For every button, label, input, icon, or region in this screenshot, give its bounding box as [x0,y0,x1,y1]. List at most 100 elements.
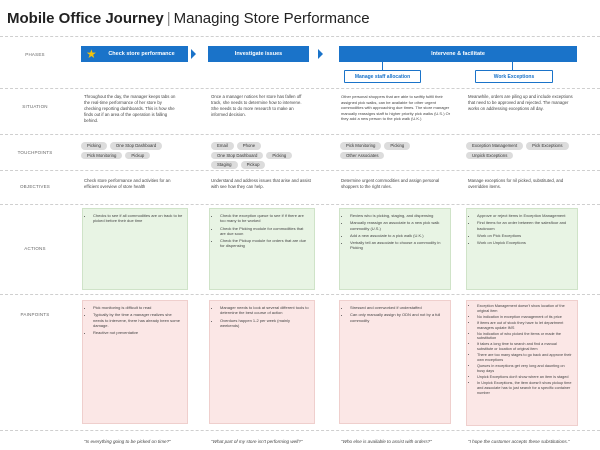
touchpoint-chips: Picking One Stop Dashboard Pick Monitori… [81,142,181,159]
objective-text: Understand and address issues that arise… [211,178,311,189]
painpoint-item: Queues in exceptions get very long and d… [477,364,573,374]
action-item: Add a new associate to a pick walk (U.K.… [350,233,446,238]
row-label-phases: PHASES [25,52,45,57]
action-item: Manually reassign an associate to a new … [350,220,446,231]
objective-text: Manage exceptions for nil picked, substi… [468,178,564,189]
connector-line [382,62,383,70]
arrow-right-icon [191,49,196,59]
star-icon: ★ [86,47,97,61]
touchpoint-chip: Pick Monitoring [340,142,382,150]
action-item: Work on Pick Exceptions [477,233,573,238]
row-divider [0,170,600,171]
objective-text: Determine urgent commodities and assign … [341,178,440,189]
action-item: Check the Pickup module for orders that … [220,238,310,249]
phase-label: Intervene & facilitate [431,51,485,57]
row-divider [0,430,600,431]
painpoint-item: Exception Management doesn't show locati… [477,304,573,314]
painpoint-item: It takes a long time to search and find … [477,342,573,352]
phase-investigate-issues: Investigate issues [208,46,309,62]
painpoints-box: Pick monitoring is difficult to read Typ… [82,300,188,424]
row-label-objectives: OBJECTIVES [19,184,50,189]
objective-text: Check store performance and activities f… [84,178,171,189]
painpoint-item: Can only manually assign by ODN and not … [350,312,446,323]
touchpoint-chip: Pick Monitoring [81,151,123,159]
row-label-actions: ACTIONS [24,246,46,251]
action-item: Review who is picking, staging, and disp… [350,213,446,218]
page-title: Mobile Office Journey|Managing Store Per… [7,10,370,27]
title-main: Mobile Office Journey [7,10,164,27]
touchpoint-chip: Phone [236,142,262,150]
touchpoint-chip: Unpick Exceptions [466,151,514,159]
row-label-touchpoints: TOUCHPOINTS [17,150,53,155]
subphase-work-exceptions: Work Exceptions [475,70,553,83]
situation-text: Meanwhile, orders are piling up and incl… [468,94,573,111]
touchpoint-chips: Email Phone One Stop Dashboard Picking S… [211,142,311,169]
actions-box: Check the exception queue to see if if t… [209,208,315,290]
touchpoint-chip: Email [211,142,234,150]
row-divider [0,36,600,37]
painpoints-box: Stressed and overworked if understaffed … [339,300,451,424]
painpoint-item: Pick monitoring is difficult to read [93,305,183,310]
touchpoint-chip: Pickup [240,161,266,169]
title-separator: | [166,10,171,27]
touchpoint-chip: Pick Exceptions [526,142,569,150]
subphase-manage-staff-allocation: Manage staff allocation [344,70,421,83]
actions-box: Approve or reject items in Exception Man… [466,208,578,290]
actions-box: Checks to see if all commodities are on … [82,208,188,290]
customer-quote: "Is everything going to be picked on tim… [84,439,171,444]
row-divider [0,88,600,89]
painpoint-item: Stressed and overworked if understaffed [350,305,446,310]
actions-box: Review who is picking, staging, and disp… [339,208,451,290]
row-divider [0,134,600,135]
painpoint-item: No indication in exception management of… [477,315,573,320]
touchpoint-chip: Other Associates [340,151,385,159]
action-item: Approve or reject items in Exception Man… [477,213,573,218]
row-label-painpoints: PAINPOINTS [20,312,50,317]
title-subtitle: Managing Store Performance [173,10,370,27]
action-item: Verbally tell an associate to choose a c… [350,240,446,251]
phase-check-store-performance: Check store performance [81,46,188,62]
touchpoint-chip: Pickup [125,151,151,159]
action-item: Find items for an order between the sale… [477,220,573,231]
customer-quote: "What part of my store isn't performing … [211,439,303,444]
row-divider [0,204,600,205]
touchpoint-chip: Picking [384,142,411,150]
touchpoint-chips: Pick Monitoring Picking Other Associates [340,142,450,159]
painpoint-item: Typically by the time a manager realizes… [93,312,183,328]
situation-text: Throughout the day, the manager keeps ta… [84,94,176,123]
phase-label: Investigate issues [234,51,283,57]
arrow-right-icon [318,49,323,59]
painpoint-item: Overdues happen 1-2 per week (mainly wee… [220,318,310,329]
connector-line [512,62,513,70]
row-label-situation: SITUATION [22,104,48,109]
painpoint-item: Unpick Exceptions don't show where an it… [477,375,573,380]
painpoints-box: Exception Management doesn't show locati… [466,300,578,426]
phase-intervene-facilitate: Intervene & facilitate [339,46,577,62]
touchpoint-chip: One Stop Dashboard [109,142,163,150]
situation-text: Other personal shoppers that are able to… [341,94,451,121]
phase-label: Check store performance [108,51,175,57]
painpoint-item: Manager needs to look at several differe… [220,305,310,316]
touchpoint-chip: One Stop Dashboard [211,151,264,159]
subphase-label: Work Exceptions [493,73,535,80]
painpoints-box: Manager needs to look at several differe… [209,300,315,424]
action-item: Check the exception queue to see if if t… [220,213,310,224]
row-divider [0,294,600,295]
customer-quote: "I hope the customer accepts these subst… [468,439,570,444]
action-item: Checks to see if all commodities are on … [93,213,183,224]
situation-text: Once a manager notices her store has fal… [211,94,302,117]
subphase-label: Manage staff allocation [354,73,411,80]
action-item: Work on Unpick Exceptions [477,240,573,245]
painpoint-item: Reactive not preventative [93,330,183,335]
painpoint-item: If items are out of stock they have to l… [477,321,573,331]
painpoint-item: There are too many stages to go back and… [477,353,573,363]
customer-quote: "Who else is available to assist with or… [341,439,432,444]
action-item: Check the Picking module for commodities… [220,226,310,237]
touchpoint-chip: Staging [211,161,238,169]
touchpoint-chip: Picking [81,142,107,150]
painpoint-item: No indication of who picked the items or… [477,332,573,342]
touchpoint-chip: Picking [266,151,293,159]
painpoint-item: In Unpick Exceptions, the item doesn't s… [477,381,573,396]
touchpoint-chip: Exception Management [466,142,524,150]
touchpoint-chips: Exception Management Pick Exceptions Unp… [466,142,581,159]
